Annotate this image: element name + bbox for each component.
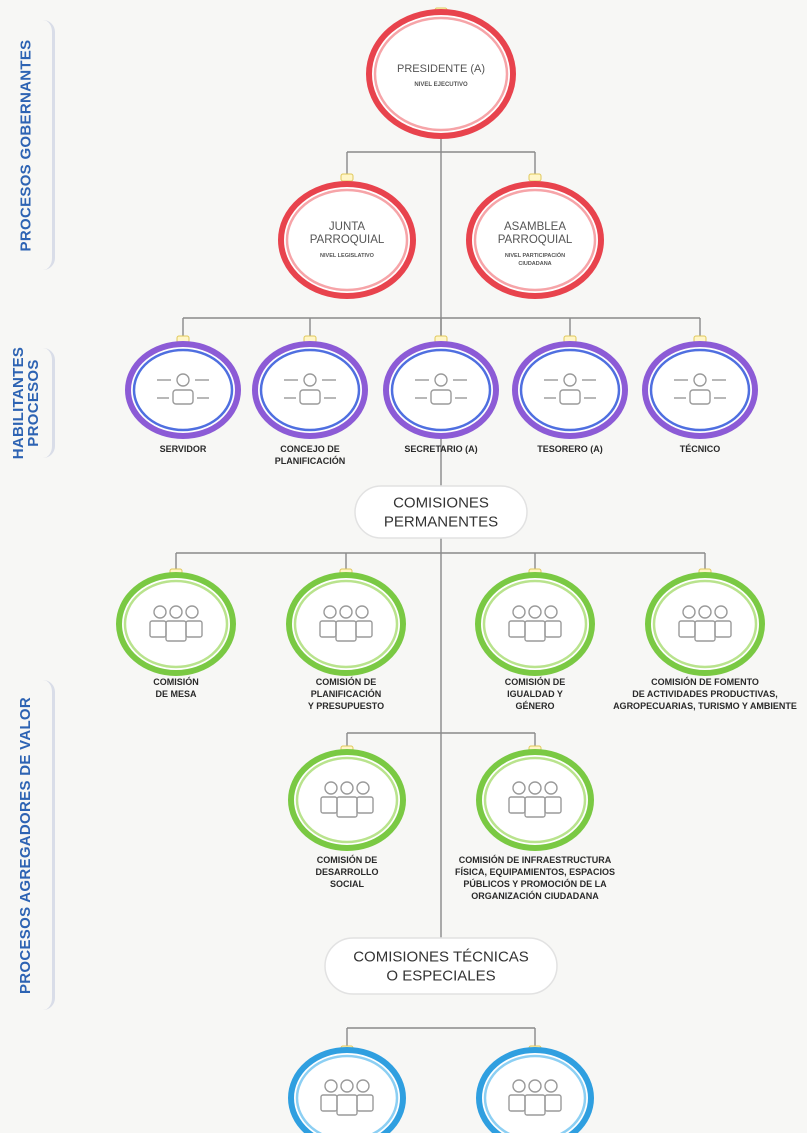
ring-outer	[475, 572, 595, 676]
group-icon	[320, 1079, 374, 1116]
permanente-label: PÚBLICOS Y PROMOCIÓN DE LA	[463, 878, 607, 889]
second-level-subtitle: CIUDADANA	[518, 261, 551, 267]
person-icon	[284, 373, 336, 405]
person-icon	[544, 373, 596, 405]
ring-inner	[259, 348, 361, 432]
permanente-label: IGUALDAD Y	[507, 689, 563, 699]
ring-outer	[286, 572, 406, 676]
permanente-label: COMISIÓN DE FOMENTO	[651, 676, 759, 687]
ring-inner	[482, 579, 588, 669]
second-level-title: JUNTA	[329, 221, 366, 233]
ring-inner	[652, 579, 758, 669]
permanentes-heading	[354, 485, 528, 539]
president-title: PRESIDENTE (A)	[397, 63, 485, 75]
ring-inner	[373, 16, 509, 132]
ring-inner	[390, 348, 492, 432]
permanente-label: DE ACTIVIDADES PRODUCTIVAS,	[632, 689, 778, 699]
hanger-icon	[340, 173, 354, 182]
ring-inner	[293, 579, 399, 669]
ring-inner	[285, 188, 409, 292]
ring-inner	[483, 756, 587, 844]
person-icon	[674, 373, 726, 405]
second-level-title: ASAMBLEA	[504, 221, 566, 233]
ring-inner	[519, 348, 621, 432]
ring-inner	[473, 188, 597, 292]
permanente-label: DE MESA	[155, 689, 197, 699]
tecnicas-heading	[324, 937, 558, 995]
tecnica-node	[476, 1047, 594, 1133]
tecnicas-heading-text: COMISIONES TÉCNICAS	[353, 949, 529, 966]
permanente-label: COMISIÓN	[153, 676, 199, 687]
permanente-node	[475, 572, 595, 676]
group-icon	[149, 605, 203, 642]
habilitante-label: TESORERO (A)	[537, 444, 603, 454]
person-icon	[415, 373, 467, 405]
side-label-gobernantes: PROCESOS GOBERNANTES	[0, 20, 55, 270]
group-icon	[508, 1079, 562, 1116]
ring-inner	[649, 348, 751, 432]
side-label-habilitantes: HABILITANTES PROCESOS	[0, 347, 55, 459]
permanente-label: FÍSICA, EQUIPAMIENTOS, ESPACIOS	[455, 867, 615, 877]
second-level-subtitle: NIVEL PARTICIPACIÓN	[505, 251, 565, 259]
permanente-label: AGROPECUARIAS, TURISMO Y AMBIENTE	[613, 701, 797, 711]
second-level-node	[466, 181, 604, 299]
group-icon	[678, 605, 732, 642]
habilitante-label: TÉCNICO	[680, 444, 721, 454]
ring-inner	[295, 756, 399, 844]
person-icon	[157, 373, 209, 405]
permanente-node	[645, 572, 765, 676]
permanente-node	[116, 572, 236, 676]
president-node	[366, 9, 516, 139]
second-level-title: PARROQUIAL	[498, 234, 573, 246]
permanente-label: COMISIÓN DE	[316, 676, 377, 687]
ring-outer	[645, 572, 765, 676]
side-label-agregadores: PROCESOS AGREGADORES DE VALOR	[0, 680, 55, 1010]
habilitante-label: CONCEJO DE	[280, 444, 340, 454]
permanente-label: Y PRESUPUESTO	[308, 701, 384, 711]
permanente-label: DESARROLLO	[316, 867, 379, 877]
habilitante-label: PLANIFICACIÓN	[275, 455, 346, 466]
ring-inner	[295, 1054, 399, 1133]
ring-outer	[476, 749, 594, 851]
permanente-label: SOCIAL	[330, 879, 365, 889]
second-level-subtitle: NIVEL LEGISLATIVO	[320, 253, 375, 259]
ring-outer	[366, 9, 516, 139]
president-subtitle: NIVEL EJECUTIVO	[414, 82, 468, 88]
ring-outer	[466, 181, 604, 299]
permanente-label: COMISIÓN DE INFRAESTRUCTURA	[459, 854, 612, 865]
habilitante-label: SECRETARIO (A)	[404, 444, 477, 454]
permanente-label: COMISIÓN DE	[505, 676, 566, 687]
group-icon	[319, 605, 373, 642]
ring-outer	[116, 572, 236, 676]
ring-inner	[132, 348, 234, 432]
permanente-label: PLANIFICACIÓN	[311, 688, 382, 699]
permanente-node	[476, 749, 594, 851]
group-icon	[508, 605, 562, 642]
ring-outer	[278, 181, 416, 299]
ring-inner	[123, 579, 229, 669]
second-level-title: PARROQUIAL	[310, 234, 385, 246]
ring-inner	[483, 1054, 587, 1133]
hanger-icon	[528, 173, 542, 182]
group-icon	[320, 781, 374, 818]
ring-outer	[288, 749, 406, 851]
tecnicas-heading-text: O ESPECIALES	[386, 968, 495, 985]
second-level-node	[278, 181, 416, 299]
permanente-node	[288, 749, 406, 851]
permanente-node	[286, 572, 406, 676]
permanente-label: GÉNERO	[515, 701, 554, 711]
habilitante-label: SERVIDOR	[160, 444, 207, 454]
permanente-label: COMISIÓN DE	[317, 854, 378, 865]
group-icon	[508, 781, 562, 818]
permanente-label: ORGANIZACIÓN CIUDADANA	[471, 890, 599, 901]
permanentes-heading-text: COMISIONES	[393, 495, 489, 512]
permanentes-heading-text: PERMANENTES	[384, 514, 498, 531]
